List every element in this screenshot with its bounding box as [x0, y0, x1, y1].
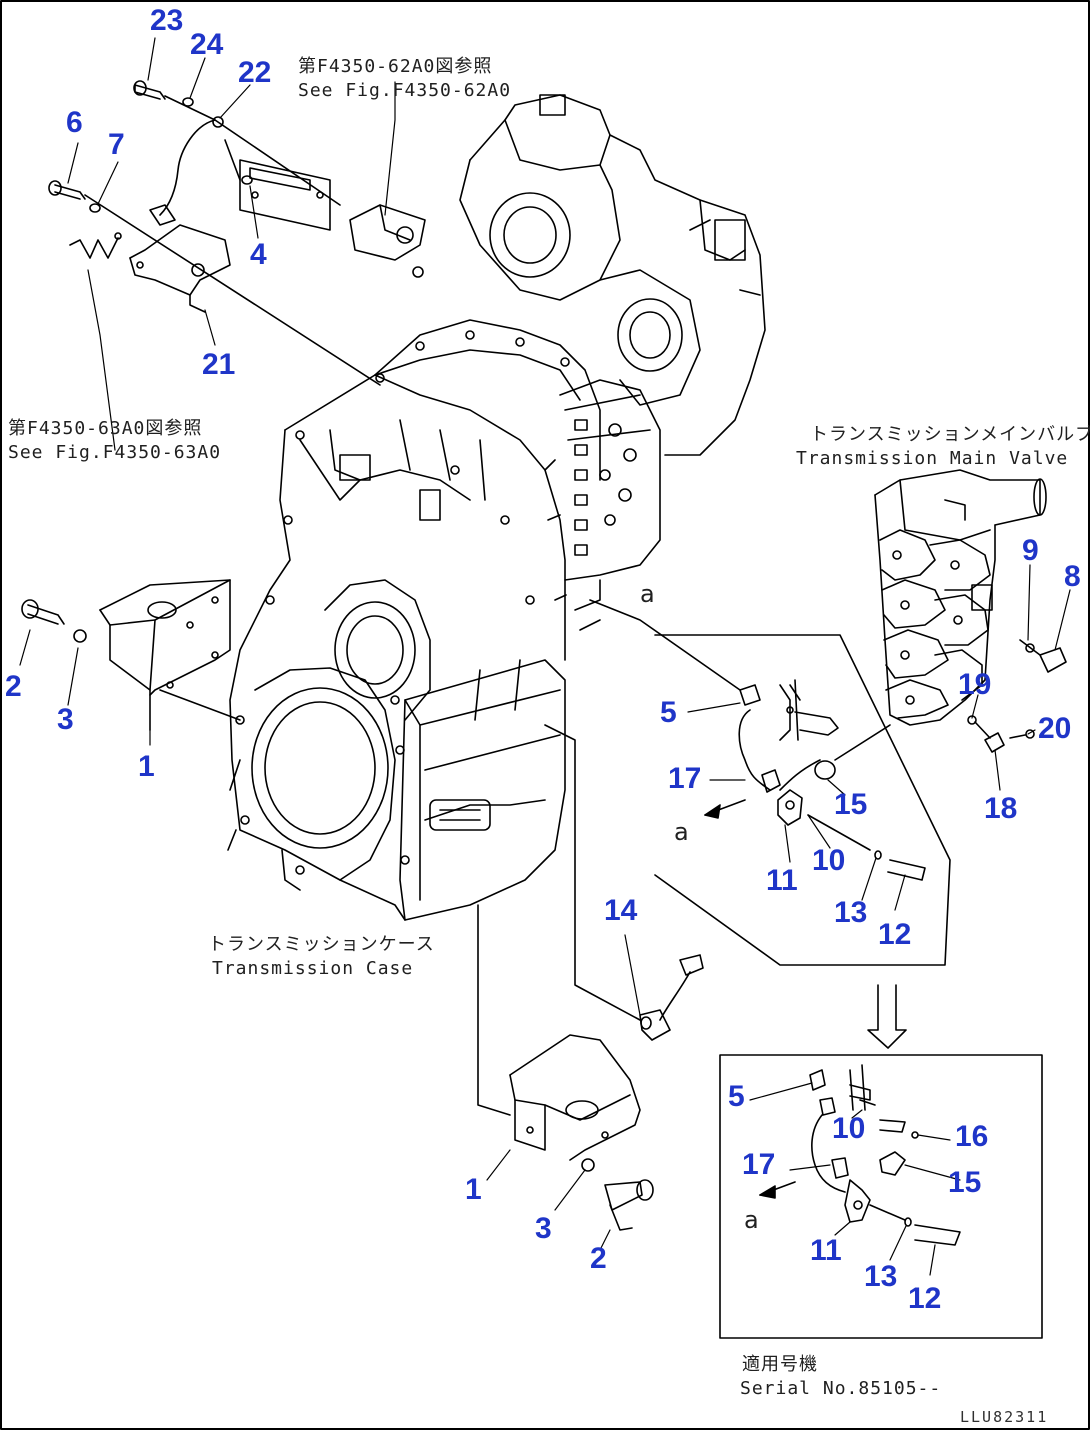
callout-leaders	[19, 37, 1071, 1276]
callout-10-detail-1: 10	[812, 844, 846, 877]
speed-sensor-14	[544, 724, 704, 1041]
reference-note-top-en: See Fig.F4350-62A0	[298, 80, 512, 101]
callout-3-left: 3	[57, 703, 74, 736]
transition-arrow	[867, 984, 907, 1049]
serial-label-jp: 適用号機	[742, 1354, 818, 1375]
detail-sensor-harness-2	[719, 1054, 1043, 1339]
callout-3-lower: 3	[535, 1212, 552, 1245]
callout-4: 4	[250, 238, 267, 271]
callout-8: 8	[1064, 560, 1081, 593]
callout-22: 22	[238, 56, 272, 89]
top-left-parts	[48, 80, 426, 386]
callout-17-detail-1: 17	[668, 762, 702, 795]
callout-12-detail-1: 12	[878, 918, 912, 951]
callout-24: 24	[190, 28, 224, 61]
mark-a-valve: a	[640, 580, 655, 608]
callout-14: 14	[604, 894, 638, 927]
bracket-1-lower	[477, 904, 654, 1231]
callout-11-detail-1: 11	[766, 864, 798, 897]
callout-2-lower: 2	[590, 1242, 607, 1275]
detail-sensor-harness-1	[579, 599, 951, 966]
drawing-code: LLU82311	[960, 1408, 1049, 1426]
callout-1-lower: 1	[465, 1173, 482, 1206]
callout-19: 19	[958, 668, 992, 701]
callout-15-detail-2: 15	[948, 1166, 982, 1199]
callout-23: 23	[150, 4, 184, 37]
callout-21: 21	[202, 348, 236, 381]
reference-note-left-en: See Fig.F4350-63A0	[8, 442, 222, 463]
reference-note-left-jp: 第F4350-63A0図参照	[8, 418, 203, 439]
callout-7: 7	[108, 128, 125, 161]
callout-20: 20	[1038, 712, 1072, 745]
serial-label-en: Serial No.85105--	[740, 1378, 942, 1399]
callout-1-left: 1	[138, 750, 155, 783]
reference-note-top-jp: 第F4350-62A0図参照	[298, 56, 493, 77]
case-label-jp: トランスミッションケース	[208, 934, 435, 955]
callout-18: 18	[984, 792, 1018, 825]
callout-11-detail-2: 11	[810, 1234, 842, 1267]
callout-15-detail-1: 15	[834, 788, 868, 821]
callout-2-left: 2	[5, 670, 22, 703]
callout-5-detail-2: 5	[728, 1080, 745, 1113]
callout-5-detail-1: 5	[660, 696, 677, 729]
callout-13-detail-2: 13	[864, 1260, 898, 1293]
callout-10-detail-2: 10	[832, 1112, 866, 1145]
callout-16: 16	[955, 1120, 989, 1153]
mark-a-detail-2: a	[744, 1206, 759, 1234]
mark-a-detail-1: a	[674, 818, 689, 846]
transmission-case	[227, 94, 766, 921]
bracket-1-left	[21, 579, 241, 731]
transmission-main-valve	[874, 469, 1067, 753]
callout-9: 9	[1022, 534, 1039, 567]
callout-12-detail-2: 12	[908, 1282, 942, 1315]
callout-17-detail-2: 17	[742, 1148, 776, 1181]
callout-13-detail-1: 13	[834, 896, 868, 929]
main-valve-label-en: Transmission Main Valve	[796, 448, 1069, 469]
case-label-en: Transmission Case	[212, 958, 414, 979]
callout-6: 6	[66, 106, 83, 139]
main-valve-label-jp: トランスミッションメインバルブ	[810, 424, 1090, 445]
